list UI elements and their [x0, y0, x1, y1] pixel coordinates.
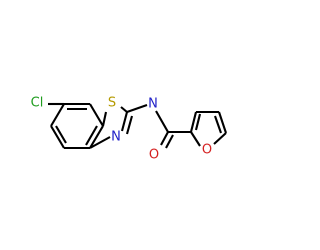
- bond-c7a-c3a-double: [85, 125, 98, 146]
- bond-furan-c2-c3: [189, 111, 198, 133]
- sulfur-atom-label: S: [108, 96, 116, 111]
- benzothiazole-furamide-structure: Cl S N N O O: [31, 96, 227, 163]
- furan-oxygen-atom-label: O: [202, 143, 212, 158]
- bond-carbonyl-o-double: [165, 134, 174, 149]
- bond-c2-nh: [126, 104, 148, 113]
- bond-carbonyl-o: [160, 131, 169, 146]
- bond-furan-c5-o: [213, 132, 227, 145]
- bond-c4-c5-double: [55, 125, 67, 144]
- bond-nh-carbonyl: [155, 110, 169, 133]
- bond-c7a-s: [101, 111, 108, 127]
- bond-n3-c3a: [89, 136, 111, 149]
- bond-c2-n3: [120, 111, 129, 132]
- bond-c2-n3-double: [125, 115, 134, 135]
- bond-furan-c2-c3-double: [194, 113, 202, 131]
- carbonyl-oxygen-atom-label: O: [149, 148, 159, 163]
- chlorine-atom-label: Cl: [31, 96, 44, 111]
- bond-furan-c4-c5: [218, 111, 227, 134]
- bond-s-c2: [120, 106, 128, 113]
- thiazole-nitrogen-atom-label: N: [111, 130, 121, 145]
- amide-nitrogen-atom-label: N: [148, 97, 158, 112]
- bond-c4-c5: [50, 125, 65, 149]
- bond-c5-c6: [50, 103, 65, 127]
- bonds: [48, 102, 227, 150]
- bond-c7a-c3a: [89, 125, 104, 149]
- bond-furan-c4-c5-double: [214, 115, 222, 134]
- bond-c7-c7a: [89, 103, 104, 127]
- bond-furan-o-c2: [190, 131, 201, 147]
- atom-labels: Cl S N N O O: [31, 96, 212, 163]
